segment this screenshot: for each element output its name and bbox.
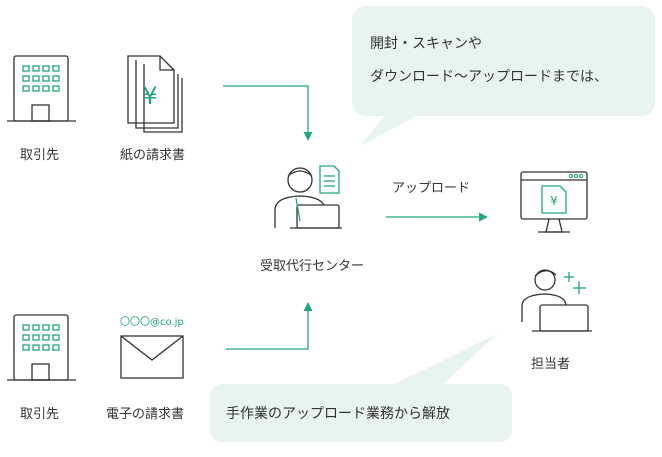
speech-top-line2: ダウンロード～アップロードまでは、 [370,69,608,85]
label-center: 受取代行センター [260,259,365,274]
label-email-invoice: 電子の請求書 [106,407,185,422]
label-staff: 担当者 [531,357,571,372]
speech-bottom-text: 手作業のアップロード業務から解放 [226,406,450,422]
paper-invoice-icon [127,55,183,133]
email-address: 〇〇〇@co.jp [120,317,184,328]
envelope-icon [120,335,184,379]
speech-bubble-top [352,6,655,146]
arrow-paper-to-center [223,85,313,141]
document-icon-center [319,165,340,194]
building-icon-bottom [7,314,76,381]
arrow-email-to-center [226,302,313,350]
speech-bubble-bottom [210,334,512,442]
yen-symbol-paper: ¥ [142,82,157,110]
invoice-on-monitor-icon [541,185,567,214]
label-client-top: 取引先 [20,148,60,163]
label-upload: アップロード [392,181,471,196]
building-icon-top [7,55,76,122]
monitor-dots-icon [568,173,584,179]
operator-person-icon [274,167,342,229]
plus-icon [564,272,586,294]
monitor-icon [520,171,588,233]
yen-symbol-monitor: ¥ [550,194,558,208]
speech-top-line1: 開封・スキャンや [370,36,482,52]
label-client-bottom: 取引先 [20,407,60,422]
staff-person-icon [521,269,592,332]
label-paper-invoice: 紙の請求書 [120,148,186,163]
